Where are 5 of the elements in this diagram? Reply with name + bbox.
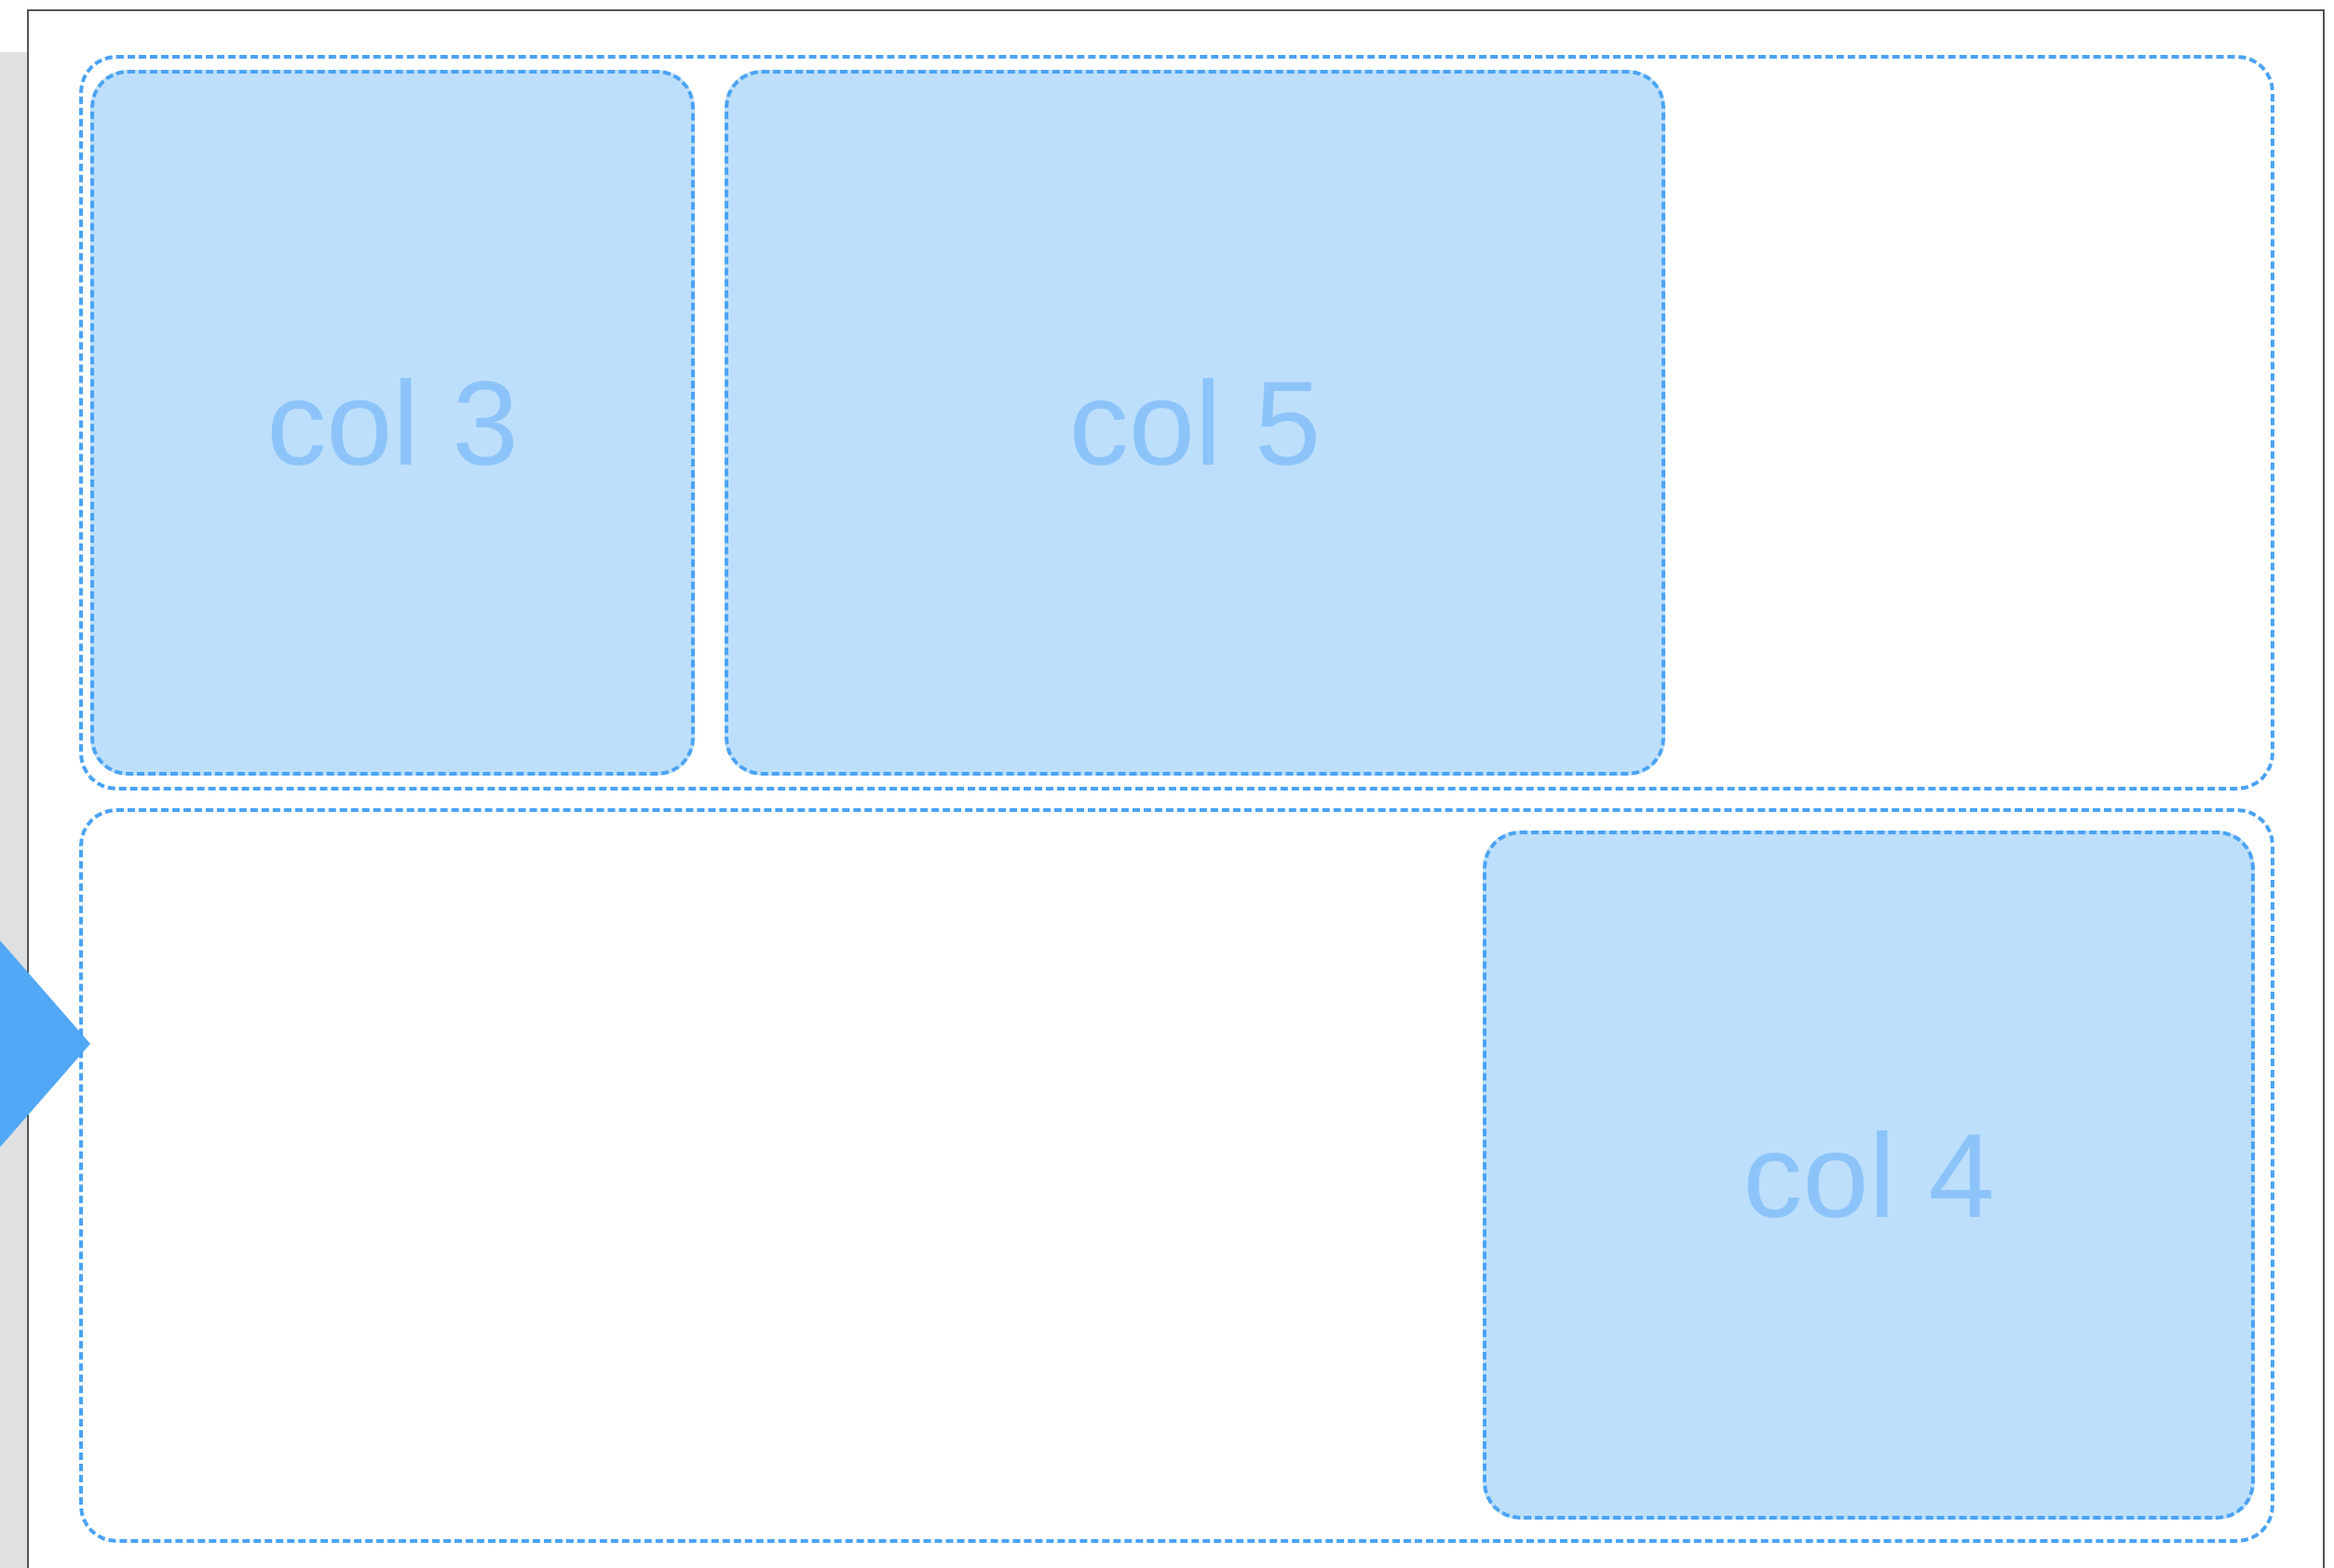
row-container	[79, 808, 2274, 1543]
column-block	[90, 70, 695, 776]
row-container	[79, 55, 2274, 791]
column-block	[725, 70, 1665, 776]
column-block	[1483, 831, 2255, 1520]
